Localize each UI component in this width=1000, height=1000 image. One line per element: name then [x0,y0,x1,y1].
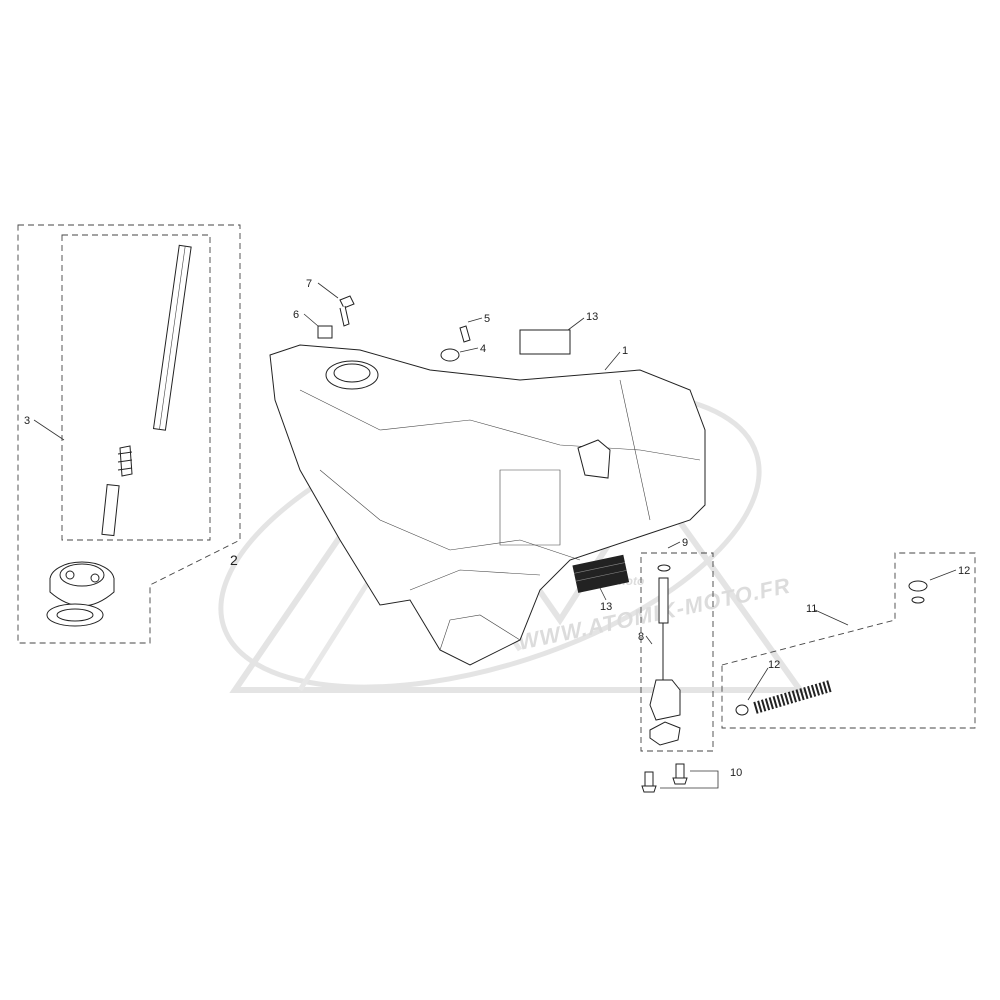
callout-9: 9 [682,537,688,549]
callout-6-leader [303,313,319,327]
callout-6: 6 [293,309,299,321]
callout-3: 3 [24,415,30,427]
callout-7-leader [317,282,339,299]
callout-4: 4 [480,343,486,355]
callout-2: 2 [230,552,238,568]
callout-13b-leader [599,587,607,601]
callout-12a: 12 [768,659,780,671]
callout-8-leader [645,635,653,645]
callout-3-leader [33,419,65,441]
callout-1: 1 [622,345,628,357]
group-3-frame [61,234,211,541]
group-2-frame [17,224,241,644]
group-8-frame [640,552,714,752]
warning-label-lower [572,554,630,593]
cap-assembly-group: 3 2 [17,224,241,644]
callout-12a-leader [747,667,769,701]
callout-9-leader [667,541,681,549]
breather-pipe [152,244,192,431]
callout-8: 8 [638,631,644,643]
callout-10-leader [660,770,719,789]
group-11-frame [721,552,976,729]
callout-11: 11 [806,603,817,615]
valve-fitting [117,445,133,477]
callout-1-leader [604,351,621,371]
callout-12b-leader [929,569,957,581]
callout-13b: 13 [600,601,612,613]
callout-13a: 13 [586,311,598,323]
callout-5: 5 [484,313,490,325]
callout-11-leader [814,609,849,626]
warning-label-upper [519,329,571,355]
callout-5-leader [467,317,483,323]
hose-spring [753,680,832,714]
callout-4-leader [459,347,479,353]
cap-gasket [46,603,104,627]
callout-13a-leader [567,317,585,331]
callout-7: 7 [306,278,312,290]
fuel-cap [49,561,115,607]
top-fasteners [317,295,571,362]
short-pipe [101,483,120,537]
drain-hose-group: 11 12 12 [721,552,976,729]
screws: 10 [641,763,742,793]
petcock-group: 8 9 [638,537,714,752]
fuel-tank [269,344,706,666]
callout-10: 10 [730,767,742,779]
callout-12b: 12 [958,565,970,577]
